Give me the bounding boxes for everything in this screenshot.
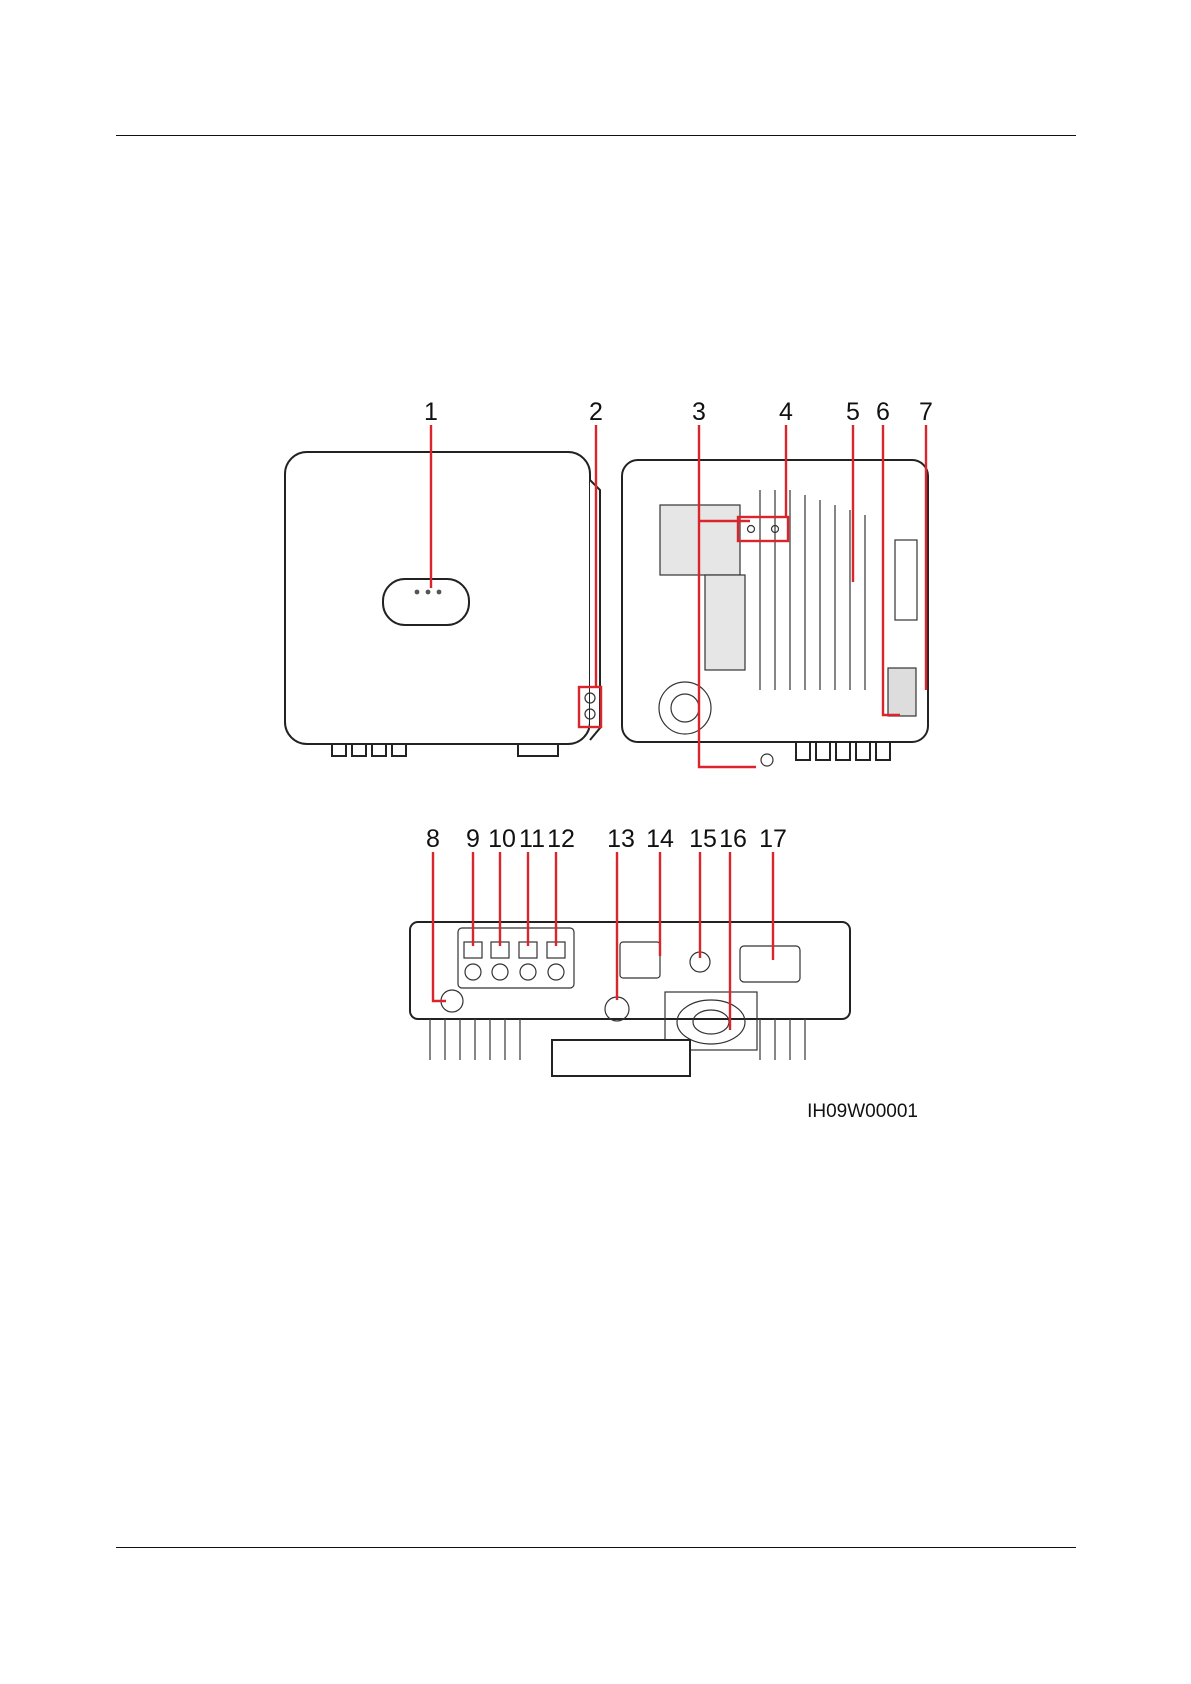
callout-number: 12 xyxy=(547,825,575,853)
callout-number: 14 xyxy=(646,825,674,853)
callout-number: 5 xyxy=(846,398,860,426)
callout-number: 10 xyxy=(488,825,516,853)
led-indicator-dot xyxy=(426,590,431,595)
figure-id: IH09W00001 xyxy=(807,1101,918,1122)
callout-number: 2 xyxy=(589,398,603,426)
inverter-rear-view xyxy=(622,425,928,767)
led-indicator-dot xyxy=(415,590,420,595)
callout-number: 7 xyxy=(919,398,933,426)
callout-number: 11 xyxy=(519,825,545,853)
callout-number: 9 xyxy=(466,825,480,853)
callout-number: 1 xyxy=(424,398,438,426)
led-indicator-dot xyxy=(437,590,442,595)
callout-number: 4 xyxy=(779,398,793,426)
inverter-bottom-view xyxy=(410,852,850,1076)
callout-number: 8 xyxy=(426,825,440,853)
callout-number: 15 xyxy=(689,825,717,853)
callout-number: 3 xyxy=(692,398,706,426)
callout-number: 6 xyxy=(876,398,890,426)
callout-number: 17 xyxy=(759,825,787,853)
callout-number: 16 xyxy=(719,825,747,853)
inverter-front-view xyxy=(285,425,601,756)
callout-number: 13 xyxy=(607,825,635,853)
led-indicator-panel xyxy=(383,579,469,625)
